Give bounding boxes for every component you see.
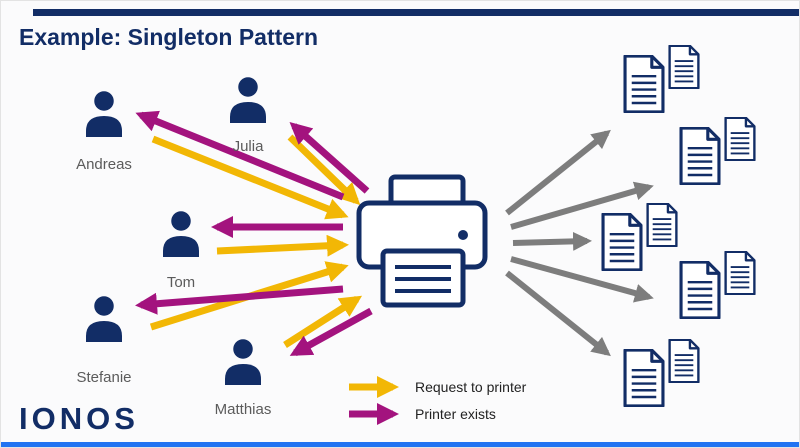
person-matthias: Matthias <box>215 339 272 418</box>
document-cluster-2 <box>679 117 756 185</box>
output-arrow-1 <box>505 129 611 216</box>
document-icon <box>623 349 665 407</box>
person-stefanie: Stefanie <box>76 296 132 386</box>
person-label: Tom <box>167 274 195 291</box>
person-label: Andreas <box>76 156 132 173</box>
output-arrow-4 <box>510 256 654 303</box>
person-icon <box>230 77 266 123</box>
exists-arrow-matthias <box>289 307 373 357</box>
person-label: Julia <box>233 138 265 155</box>
document-cluster-3 <box>601 203 678 271</box>
ionos-logo: IONOS <box>19 401 139 436</box>
output-arrow-2 <box>510 181 654 230</box>
request-arrow-julia <box>287 134 361 206</box>
output-arrow-5 <box>505 270 611 357</box>
person-icon <box>225 339 261 385</box>
exists-arrow-julia <box>289 122 370 194</box>
document-cluster-4 <box>679 251 756 319</box>
document-icon <box>646 203 678 247</box>
person-andreas: Andreas <box>76 91 132 173</box>
exists-arrow-andreas <box>135 110 345 201</box>
legend: Request to printer Printer exists <box>349 376 527 425</box>
exists-arrow-stefanie <box>135 285 344 315</box>
person-icon <box>86 91 122 137</box>
page-title: Example: Singleton Pattern <box>19 24 318 50</box>
person-tom: Tom <box>163 211 199 291</box>
document-icon <box>679 261 721 319</box>
person-icon <box>86 296 122 342</box>
document-icon <box>724 117 756 161</box>
person-label: Matthias <box>215 401 272 418</box>
person-julia: Julia <box>230 77 266 155</box>
request-arrow-andreas <box>151 135 349 220</box>
output-arrow-3 <box>512 231 592 251</box>
document-icon <box>679 127 721 185</box>
document-cluster-5 <box>623 339 700 407</box>
document-cluster-1 <box>623 45 700 113</box>
document-icon <box>601 213 643 271</box>
bottom-accent-bar <box>1 442 799 447</box>
person-icon <box>163 211 199 257</box>
document-icon <box>623 55 665 113</box>
top-accent-bar <box>33 9 799 16</box>
printer-exists-arrows-group <box>135 110 373 357</box>
printer-icon <box>356 174 488 308</box>
document-icon <box>668 45 700 89</box>
legend-request-label: Request to printer <box>415 379 527 395</box>
document-icon <box>724 251 756 295</box>
legend-exists-label: Printer exists <box>415 406 496 422</box>
output-arrows-group <box>505 129 654 357</box>
document-icon <box>668 339 700 383</box>
request-arrow-tom <box>216 234 349 257</box>
printer-power-light <box>458 230 468 240</box>
person-label: Stefanie <box>76 369 131 386</box>
